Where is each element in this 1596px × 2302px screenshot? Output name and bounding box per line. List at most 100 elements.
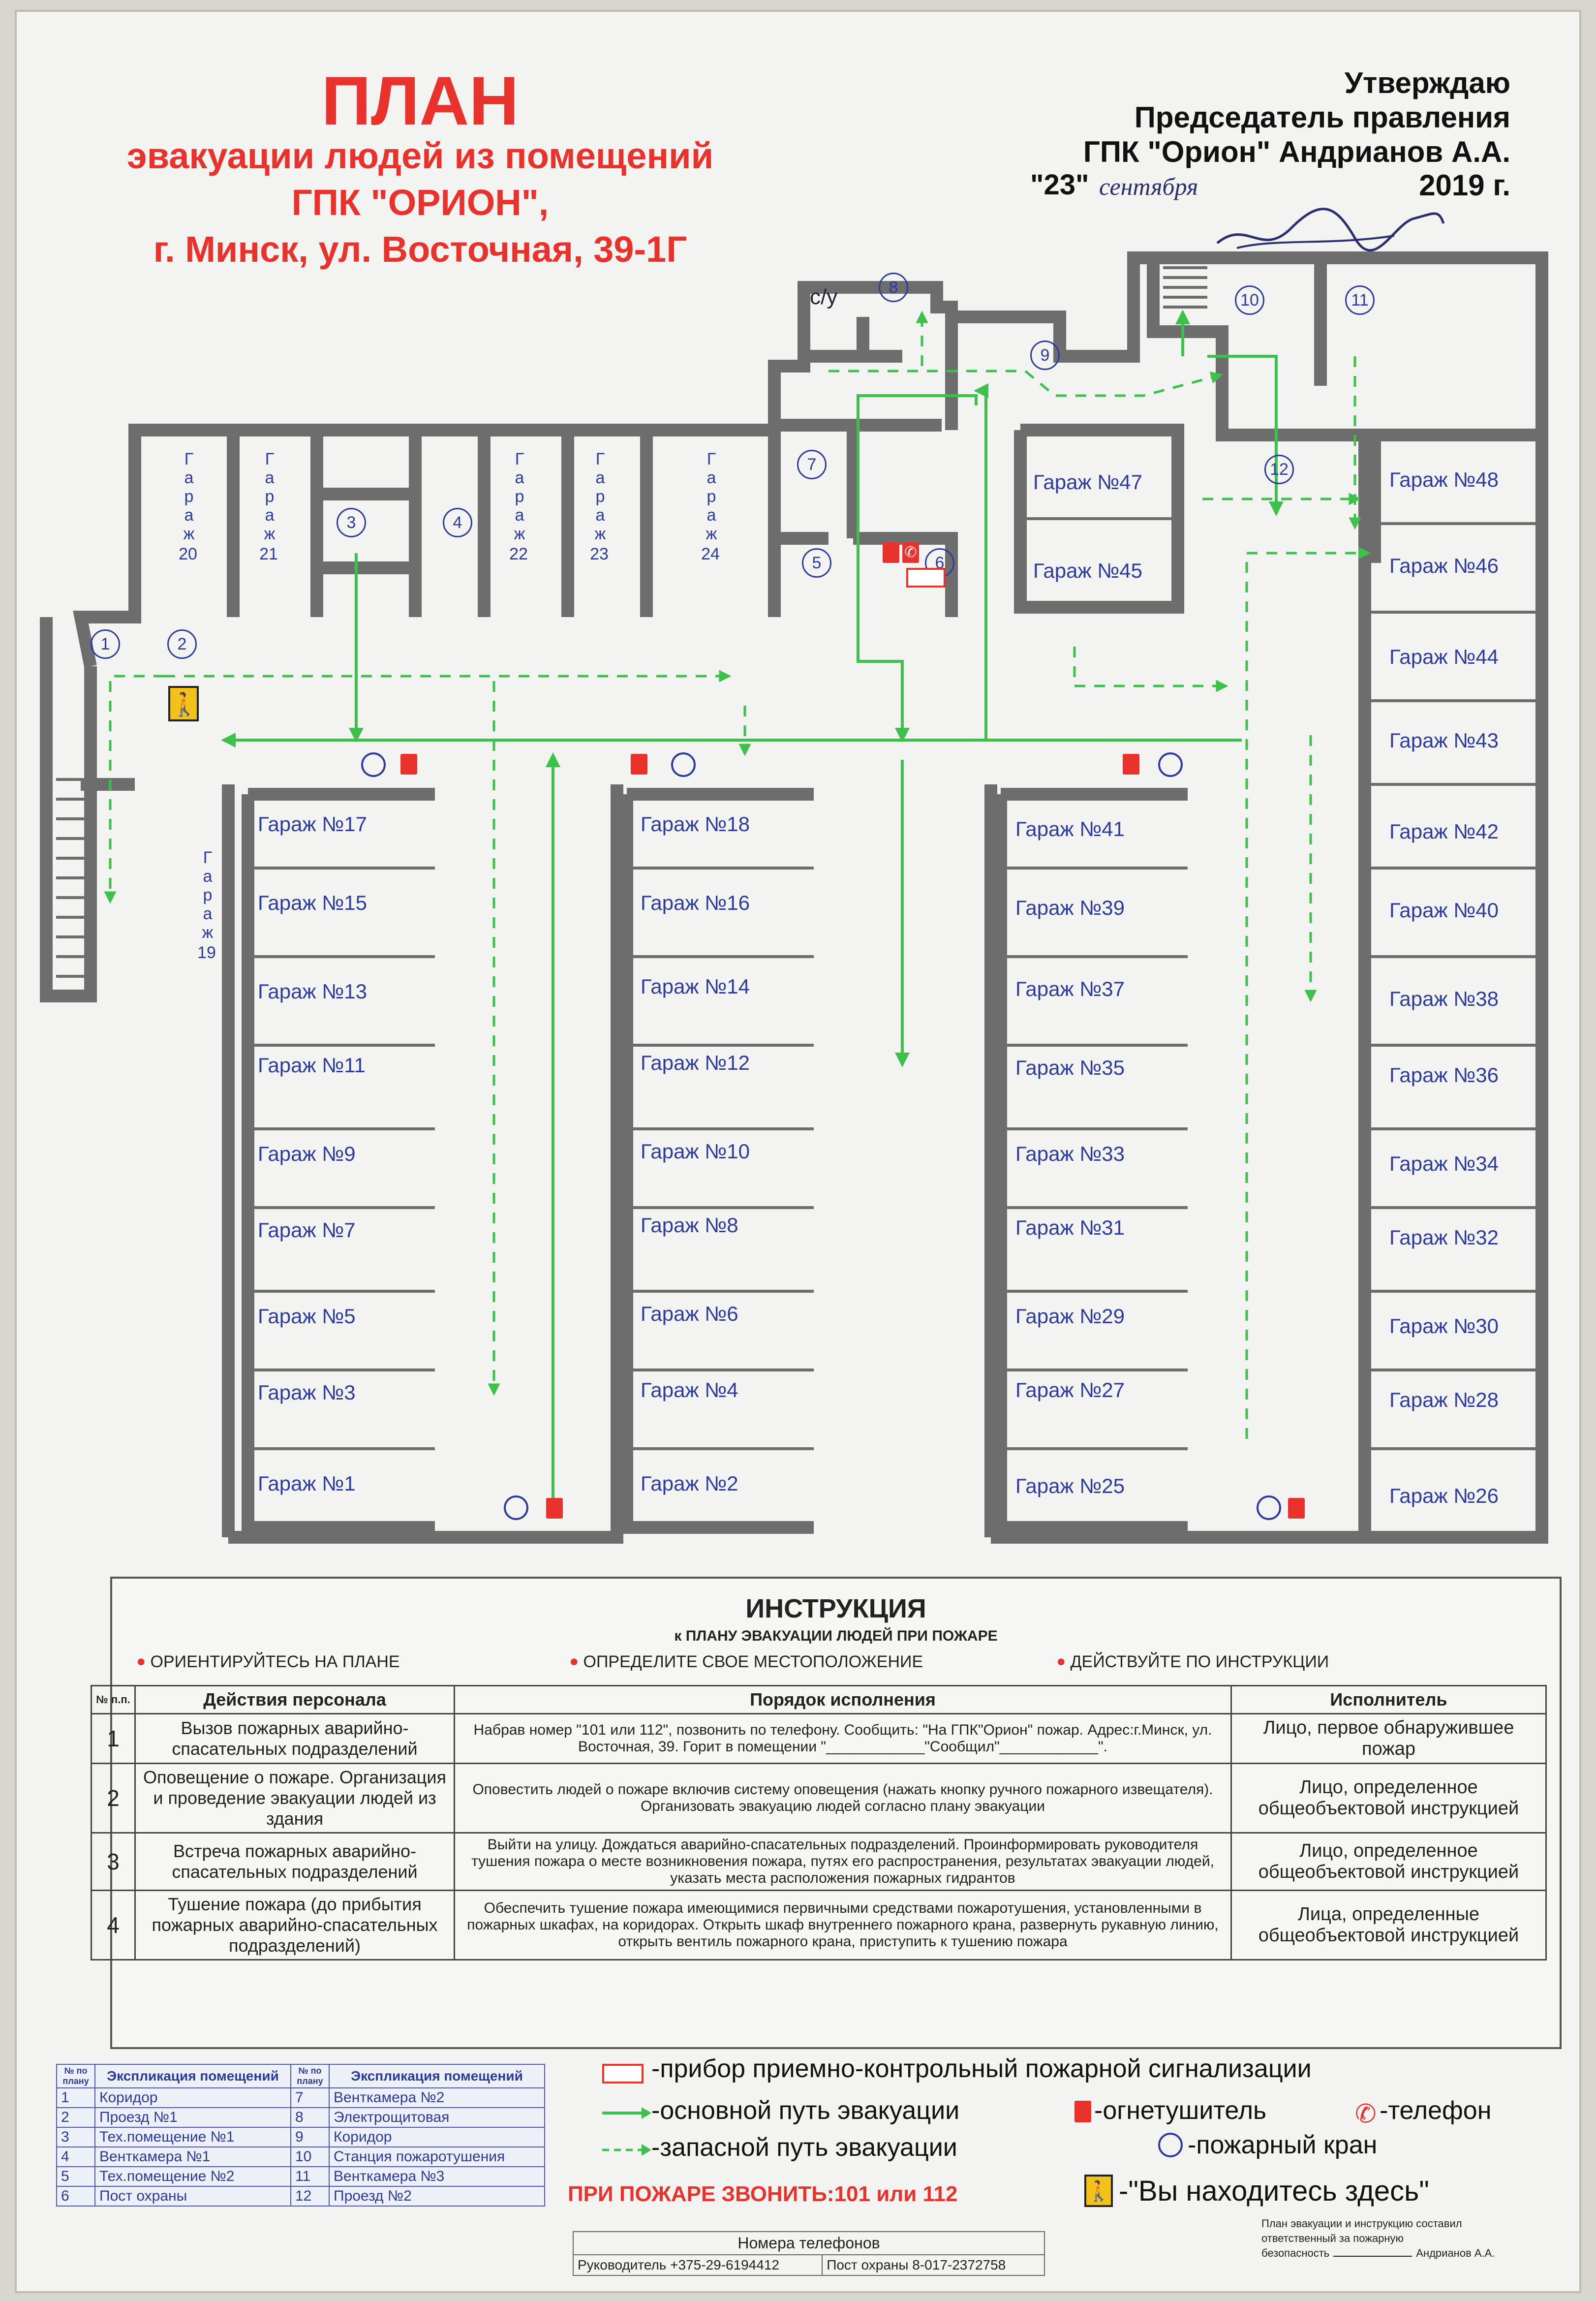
room-number-1: 1: [91, 629, 120, 659]
garage-43: Гараж №43: [1389, 729, 1499, 752]
garages-upper-column: Гараж №47 Гараж №45: [1033, 472, 1142, 590]
wc-label: с/у: [810, 285, 838, 309]
explication-header: № по плану Экспликация помещений № по пл…: [56, 2064, 545, 2088]
garage-11: Гараж №11: [258, 1054, 366, 1077]
plan-title: ПЛАН: [321, 62, 519, 139]
cell: Тех.помещение №1: [94, 2127, 291, 2147]
garage-38: Гараж №38: [1389, 987, 1499, 1010]
garage-9: Гараж №9: [258, 1142, 356, 1165]
garage-number: 19: [197, 943, 216, 962]
cell: 5: [56, 2166, 95, 2187]
garage-number: 22: [509, 545, 528, 563]
garage-37: Гараж №37: [1015, 977, 1125, 1000]
instruction-title: ИНСТРУКЦИЯ: [745, 1594, 926, 1623]
row-order: Обеспечить тушение пожара имеющимися пер…: [454, 1890, 1232, 1960]
cell: 10: [290, 2146, 330, 2167]
garage-31: Гараж №31: [1015, 1216, 1125, 1239]
garage-number: 24: [701, 545, 720, 563]
garage-number: 21: [259, 545, 278, 563]
emergency-call-text: ПРИ ПОЖАРЕ ЗВОНИТЬ:101 или 112: [568, 2182, 958, 2206]
legend-alarm: -прибор приемно-контрольный пожарной сиг…: [651, 2054, 1312, 2083]
row-executor: Лицо, первое обнаружившее пожар: [1230, 1713, 1547, 1764]
garage-4: Гараж №4: [641, 1378, 738, 1401]
legend-phone: -телефон: [1380, 2096, 1492, 2125]
explication-num-header: № по плану: [56, 2064, 95, 2088]
garage-8: Гараж №8: [641, 1213, 738, 1237]
garage-15: Гараж №15: [258, 891, 367, 914]
fire-hydrant-icon: [671, 752, 696, 777]
garage-number: 23: [590, 545, 609, 563]
cell: 2: [56, 2107, 95, 2128]
phone-numbers-table: Номера телефонов Руководитель +375-29-61…: [572, 2231, 1045, 2276]
table-row: 4 Тушение пожара (до прибытия пожарных а…: [91, 1890, 1547, 1960]
approval-month: сентября: [1099, 173, 1198, 200]
footer-note-2: ответственный за пожарную: [1261, 2232, 1404, 2244]
plan-subtitle-1: эвакуации людей из помещений: [126, 135, 714, 176]
row-executor: Лицо, определенное общеобъектовой инстру…: [1230, 1763, 1547, 1834]
col-action: Действия персонала: [134, 1685, 455, 1714]
explication-name-header: Экспликация помещений: [94, 2064, 291, 2088]
garage-45: Гараж №45: [1033, 559, 1142, 582]
room-number-10: 10: [1235, 285, 1264, 315]
garage-42: Гараж №42: [1389, 820, 1499, 843]
row-action: Встреча пожарных аварийно-спасательных п…: [134, 1832, 455, 1891]
row-order: Набрав номер "101 или 112", позвонить по…: [454, 1713, 1232, 1764]
row-action: Тушение пожара (до прибытия пожарных ава…: [134, 1890, 455, 1960]
footer-note-3-text: безопасность: [1261, 2247, 1330, 2259]
instruction-bullet-1: ОРИЕНТИРУЙТЕСЬ НА ПЛАНЕ: [137, 1648, 400, 1676]
garage-41: Гараж №41: [1015, 817, 1125, 840]
room-number-3: 3: [337, 508, 366, 537]
garages-right-b-column: Гараж №48 Гараж №46 Гараж №44 Гараж №43 …: [1389, 469, 1499, 1515]
garages-middle-column: Гараж №18 Гараж №16 Гараж №14 Гараж №12 …: [641, 814, 750, 1503]
extinguisher-icon: [883, 542, 899, 563]
cell: 8: [290, 2107, 330, 2128]
alarm-legend-icon: [602, 2064, 644, 2084]
cell: Тех.помещение №2: [94, 2166, 291, 2187]
cell: Венткамера №3: [329, 2166, 545, 2187]
legend-spare-route: -запасной путь эвакуации: [651, 2133, 957, 2162]
evacuation-plan-sheet: ПЛАН эвакуации людей из помещений ГПК "О…: [15, 10, 1581, 2293]
fire-hydrant-icon: [1158, 752, 1183, 777]
garage-1: Гараж №1: [258, 1472, 356, 1495]
row-order: Оповестить людей о пожаре включив систем…: [454, 1763, 1232, 1834]
col-number: № п.п.: [91, 1685, 136, 1714]
garage-48: Гараж №48: [1389, 468, 1499, 491]
garage-18: Гараж №18: [641, 812, 750, 836]
col-order: Порядок исполнения: [454, 1685, 1232, 1714]
signature-line: [1333, 2256, 1412, 2257]
row-number: 3: [91, 1832, 136, 1891]
cell: 12: [290, 2186, 330, 2207]
garage-12: Гараж №12: [641, 1051, 750, 1074]
explication-table: № по плану Экспликация помещений № по пл…: [56, 2064, 545, 2207]
cell: 6: [56, 2186, 95, 2207]
legend-hydrant: -пожарный кран: [1188, 2131, 1378, 2159]
garage-33: Гараж №33: [1015, 1142, 1125, 1165]
instruction-subtitle: к ПЛАНУ ЭВАКУАЦИИ ЛЮДЕЙ ПРИ ПОЖАРЕ: [674, 1628, 998, 1644]
garage-24-label: Гараж 24: [701, 450, 721, 565]
garage-5: Гараж №5: [258, 1305, 356, 1328]
explication-name-header: Экспликация помещений: [329, 2064, 545, 2088]
cell: Коридор: [329, 2127, 545, 2147]
garage-30: Гараж №30: [1389, 1314, 1499, 1338]
explication-num-header: № по плану: [290, 2064, 330, 2088]
cell: 4: [56, 2146, 95, 2167]
approval-line-3: ГПК "Орион" Андрианов А.А.: [1083, 135, 1510, 168]
garages-left-column: Гараж №17 Гараж №15 Гараж №13 Гараж №11 …: [258, 814, 367, 1503]
room-number-8: 8: [879, 273, 908, 302]
fire-hydrant-icon: [361, 752, 386, 777]
cell: Венткамера №1: [94, 2146, 291, 2167]
garages-right-a-column: Гараж №41 Гараж №39 Гараж №37 Гараж №35 …: [1015, 819, 1125, 1505]
garage-10: Гараж №10: [641, 1140, 750, 1163]
garage-7: Гараж №7: [258, 1218, 356, 1242]
cell: 1: [56, 2087, 95, 2108]
spare-route-legend-icon: [602, 2144, 651, 2156]
garage-46: Гараж №46: [1389, 554, 1499, 577]
garage-word: Гараж: [702, 450, 721, 543]
main-route-legend-icon: [602, 2107, 651, 2119]
room-number-4: 4: [443, 508, 472, 537]
cell: Коридор: [94, 2087, 291, 2108]
